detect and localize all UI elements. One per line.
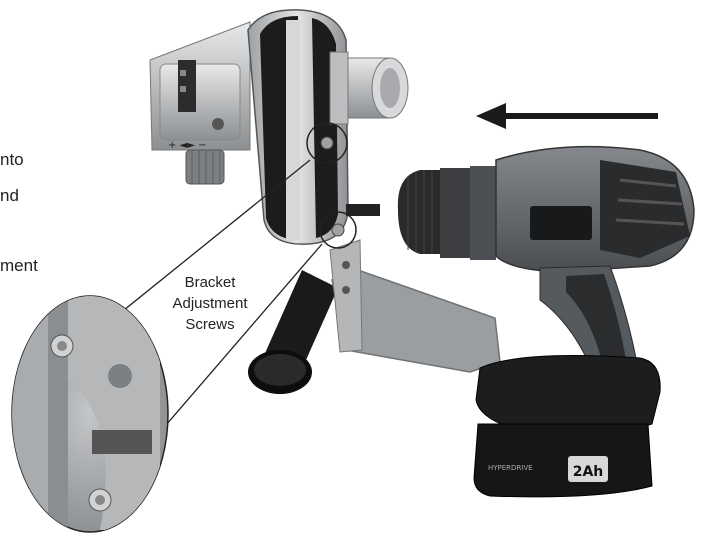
cropped-text-line-2: nd	[0, 186, 19, 205]
tool-symbol-text: + ◄► −	[168, 140, 207, 151]
battery-brand: HYPERDRIVE	[488, 464, 533, 472]
adjustment-screw-lower	[319, 211, 357, 249]
cordless-drill: 16 18 20 22 2Ah HYPERDRIVE	[397, 145, 695, 498]
output-spindle	[329, 51, 409, 125]
bracket-plate	[329, 239, 501, 373]
callout-line-1: Bracket	[184, 274, 236, 291]
drive-shaft	[346, 204, 380, 216]
callout-label: Bracket Adjustment Screws	[150, 272, 270, 335]
tool-head: + ◄► −	[149, 21, 251, 185]
callout-line-2: Adjustment	[172, 295, 248, 312]
belt-housing	[247, 9, 349, 245]
adjustment-screw-upper	[306, 122, 348, 164]
zoom-inset	[11, 295, 169, 533]
handle	[248, 270, 338, 394]
direction-arrow	[476, 103, 658, 129]
cropped-text-line-3: ment	[0, 256, 38, 275]
callout-line-3: Screws	[185, 316, 235, 333]
battery-capacity: 2Ah	[573, 464, 604, 480]
cropped-text-line-1: nto	[0, 150, 24, 169]
